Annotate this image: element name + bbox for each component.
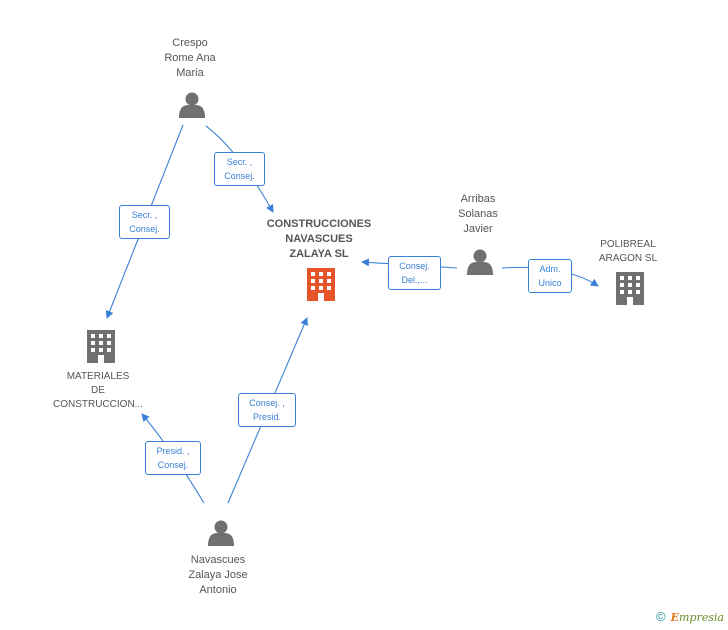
copyright-icon: ©	[655, 609, 666, 624]
person-icon[interactable]	[179, 92, 205, 119]
edge-label-arribas-construcciones[interactable]: Consej. Del.,...	[388, 256, 441, 290]
brand-footer: © Empresia	[656, 609, 724, 624]
edge-label-arribas-polibreal[interactable]: Adm. Unico	[528, 259, 572, 293]
building-icon[interactable]	[87, 330, 115, 363]
node-label-construcciones[interactable]: CONSTRUCCIONES NAVASCUES ZALAYA SL	[266, 218, 372, 260]
edge-label-navascues-construcciones[interactable]: Consej. , Presid.	[238, 393, 296, 427]
node-label-navascues[interactable]: Navascues Zalaya Jose Antonio	[188, 554, 248, 596]
brand-logo[interactable]: Empresia	[670, 611, 724, 624]
person-icon[interactable]	[208, 520, 234, 547]
building-icon[interactable]	[616, 272, 644, 305]
edge-label-crespo-construcciones[interactable]: Secr. , Consej.	[214, 152, 265, 186]
node-label-materiales[interactable]: MATERIALES DE CONSTRUCCION...	[53, 371, 143, 410]
edge-label-navascues-materiales[interactable]: Presid. , Consej.	[145, 441, 201, 475]
node-label-arribas[interactable]: Arribas Solanas Javier	[458, 193, 498, 235]
node-label-crespo[interactable]: Crespo Rome Ana Maria	[164, 37, 216, 79]
building-icon[interactable]	[307, 268, 335, 301]
person-icon[interactable]	[467, 249, 493, 276]
node-label-polibreal[interactable]: POLIBREAL ARAGON SL	[598, 239, 658, 264]
edge-label-crespo-materiales[interactable]: Secr. , Consej.	[119, 205, 170, 239]
